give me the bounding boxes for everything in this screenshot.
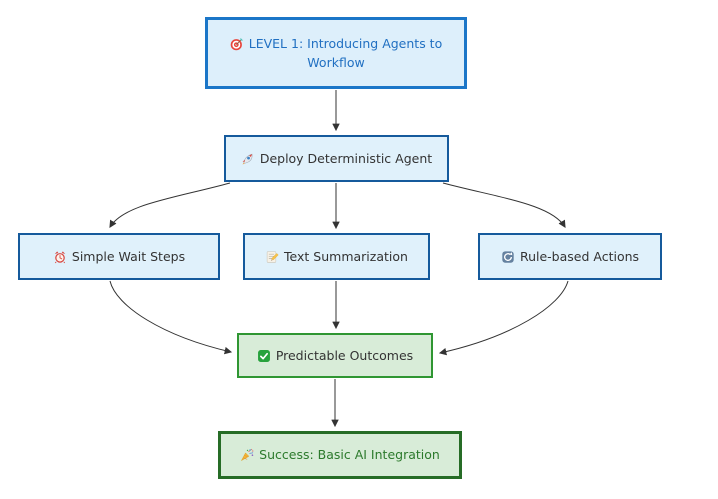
node-label: LEVEL 1: Introducing Agents to Workflow bbox=[248, 35, 443, 70]
refresh-icon bbox=[501, 250, 515, 264]
memo-icon bbox=[265, 250, 279, 264]
alarm-clock-icon bbox=[53, 250, 67, 264]
node-label: Predictable Outcomes bbox=[275, 347, 414, 363]
edge-rules-outcomes bbox=[438, 280, 569, 356]
node-label: Rule-based Actions bbox=[519, 248, 640, 264]
check-icon bbox=[257, 349, 271, 363]
node-label: Simple Wait Steps bbox=[71, 248, 186, 264]
rocket-icon bbox=[241, 152, 255, 166]
node-deploy: Deploy Deterministic Agent bbox=[224, 135, 449, 182]
node-rules: Rule-based Actions bbox=[478, 233, 662, 280]
node-label: Deploy Deterministic Agent bbox=[259, 150, 433, 166]
node-label: Success: Basic AI Integration bbox=[259, 447, 440, 463]
node-textsum: Text Summarization bbox=[243, 233, 430, 280]
target-icon bbox=[230, 37, 244, 51]
node-label: Text Summarization bbox=[284, 248, 408, 264]
party-icon bbox=[240, 448, 254, 462]
edge-deploy-wait bbox=[109, 182, 231, 228]
node-level1: LEVEL 1: Introducing Agents to Workflow bbox=[205, 17, 467, 89]
node-outcomes: Predictable Outcomes bbox=[237, 333, 433, 378]
node-wait: Simple Wait Steps bbox=[18, 233, 220, 280]
edge-deploy-rules bbox=[442, 182, 566, 228]
node-success: Success: Basic AI Integration bbox=[218, 431, 462, 479]
edge-wait-outcomes bbox=[109, 280, 233, 355]
